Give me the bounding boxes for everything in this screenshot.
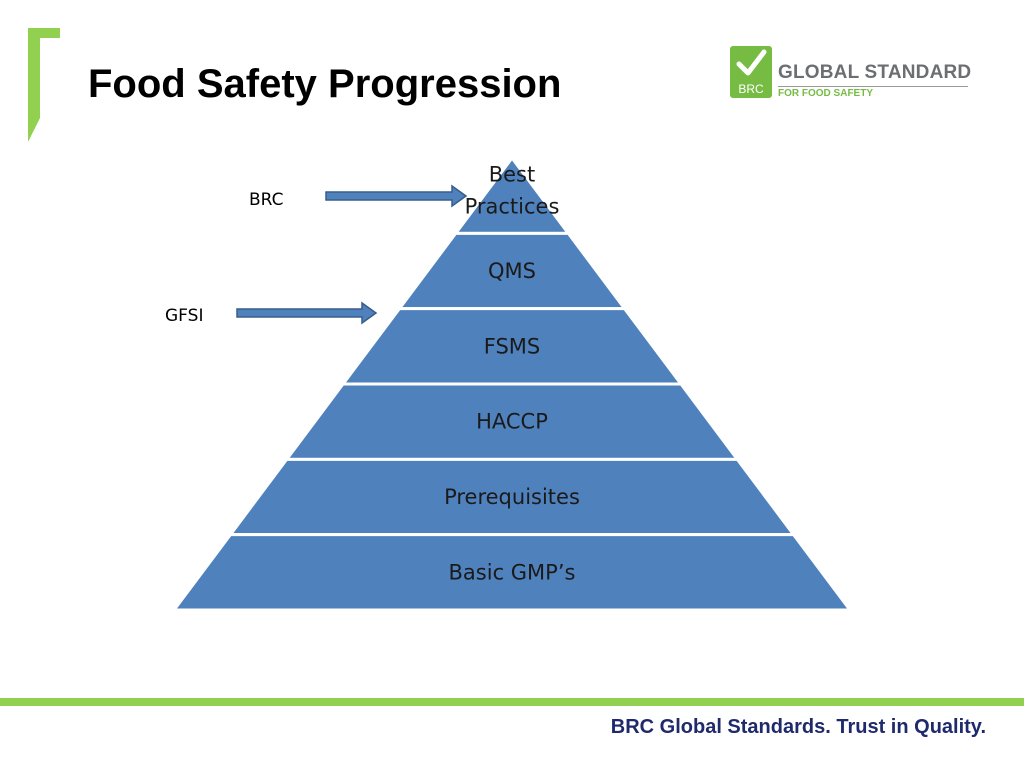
brc-logo: BRC GLOBAL STANDARD FOR FOOD SAFETY <box>730 46 980 102</box>
logo-sub-text: FOR FOOD SAFETY <box>778 88 873 99</box>
callout-arrow-gfsi <box>236 301 378 325</box>
pyramid-tier-6 <box>171 533 853 612</box>
logo-main-text: GLOBAL STANDARD <box>778 62 972 83</box>
logo-divider <box>778 86 968 87</box>
pyramid-tier-4-label: HACCP <box>476 410 548 434</box>
logo-badge: BRC <box>730 46 772 98</box>
pyramid-tier-1-label: Practices <box>465 195 560 219</box>
slide-title: Food Safety Progression <box>88 62 562 106</box>
checkmark-icon <box>736 49 767 76</box>
pyramid-tier-6-label: Basic GMP’s <box>449 560 576 584</box>
pyramid-tier-2-label: QMS <box>488 259 536 283</box>
pyramid-tier-3-label: FSMS <box>484 334 541 358</box>
footer-accent-bar <box>0 698 1024 706</box>
callout-arrow-brc <box>325 184 468 208</box>
callout-label-brc: BRC <box>249 190 284 210</box>
logo-badge-text: BRC <box>738 82 764 96</box>
callout-label-gfsi: GFSI <box>165 306 203 326</box>
pyramid-tier-5-label: Prerequisites <box>444 485 580 509</box>
pyramid-tier-1-label: Best <box>489 163 536 187</box>
footer-tagline: BRC Global Standards. Trust in Quality. <box>610 716 986 738</box>
corner-bracket-decoration <box>28 28 60 142</box>
